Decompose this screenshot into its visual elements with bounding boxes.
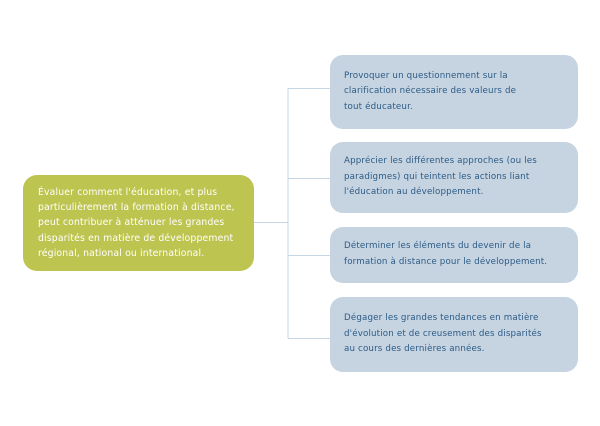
branch-node-4[interactable]: Dégager les grandes tendances en matière… (330, 297, 578, 372)
branch-node-1-label: Provoquer un questionnement sur la clari… (344, 70, 517, 112)
root-node-central-question[interactable]: Évaluer comment l'éducation, et plus par… (23, 175, 254, 271)
branch-node-1[interactable]: Provoquer un questionnement sur la clari… (330, 55, 578, 129)
root-node-label: Évaluer comment l'éducation, et plus par… (38, 186, 235, 259)
branch-node-3-label: Déterminer les éléments du devenir de la… (344, 241, 548, 267)
branch-node-3[interactable]: Déterminer les éléments du devenir de la… (330, 227, 578, 283)
branch-node-2-label: Apprécier les différentes approches (ou … (344, 156, 537, 198)
branch-node-4-label: Dégager les grandes tendances en matière… (344, 313, 542, 355)
branch-node-2[interactable]: Apprécier les différentes approches (ou … (330, 142, 578, 213)
